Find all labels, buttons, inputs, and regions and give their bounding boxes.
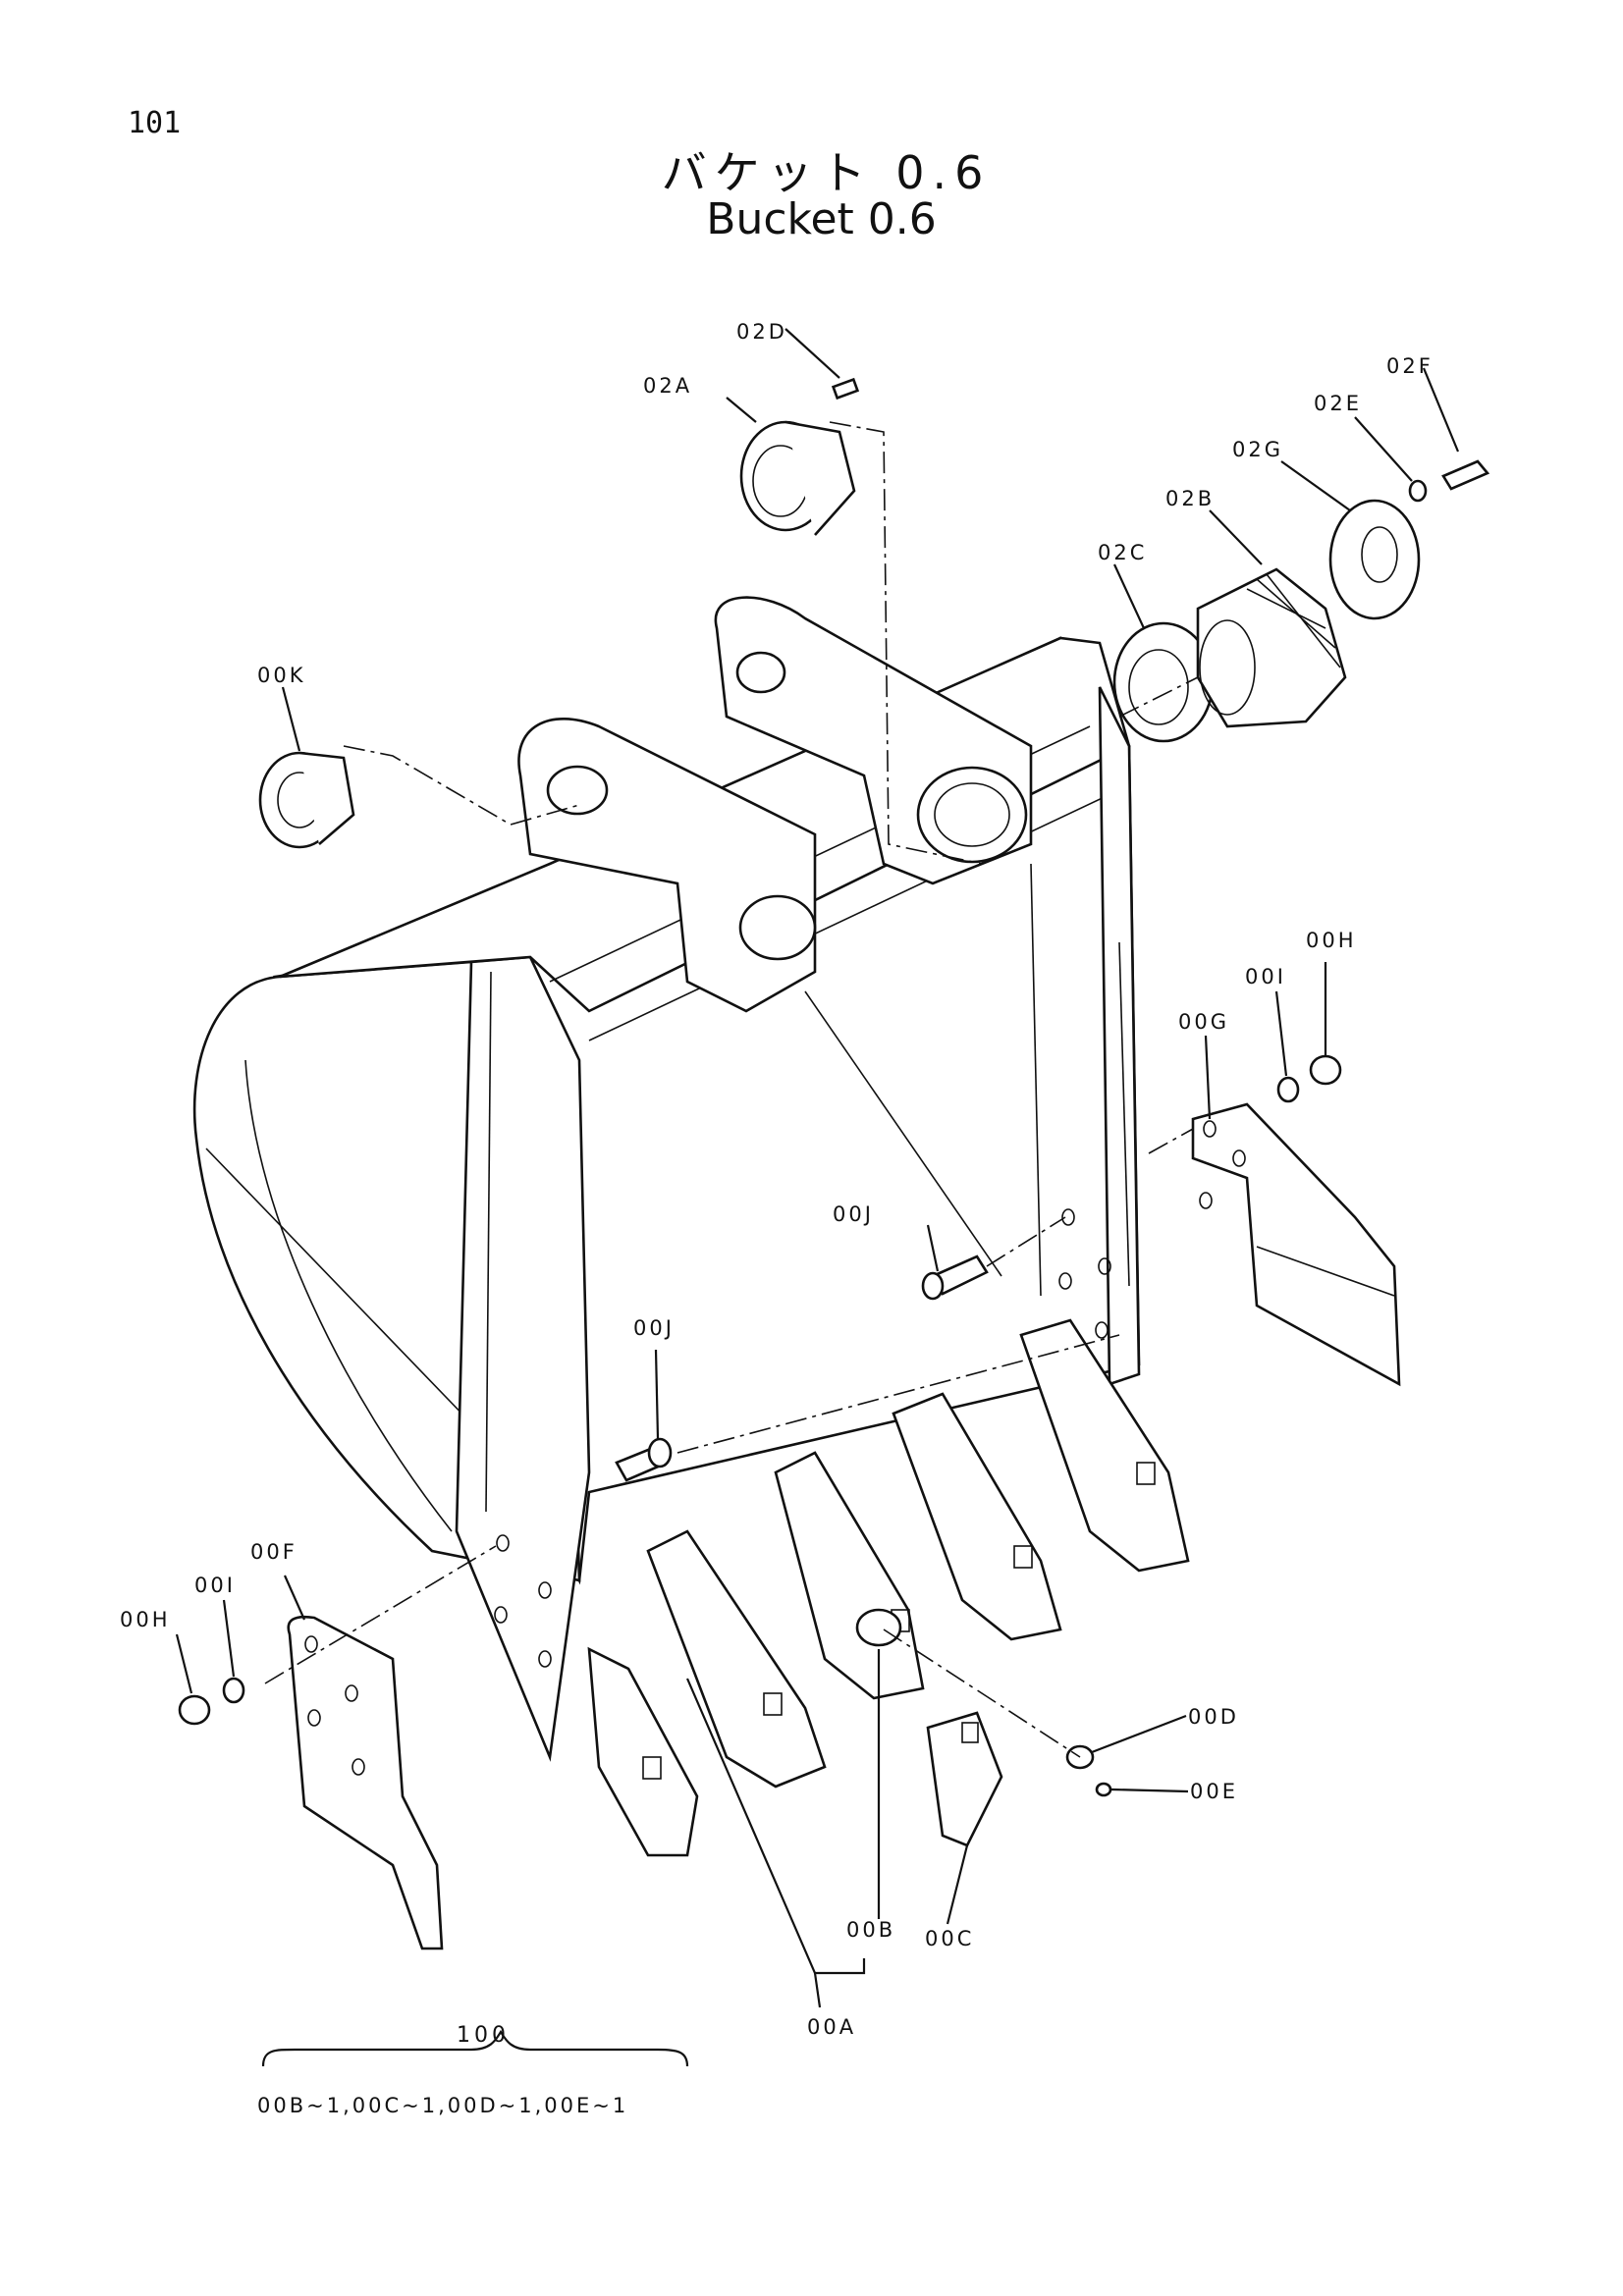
label-02G: 02G (1232, 438, 1283, 461)
assembly-number: 100 (457, 2023, 510, 2048)
label-00I-right: 00I (1245, 965, 1286, 988)
page-number: 101 (128, 106, 182, 140)
assembly-contents: 00B~1,00C~1,00D~1,00E~1 (257, 2094, 628, 2117)
title-japanese: バケット 0.6 (661, 146, 992, 199)
pin-parts (178, 377, 1490, 1726)
label-00K: 00K (257, 664, 306, 687)
side-cutters (287, 1102, 1401, 1950)
title-english: Bucket 0.6 (706, 194, 937, 244)
label-00J-lower: 00J (633, 1316, 675, 1340)
label-00D: 00D (1188, 1705, 1239, 1729)
label-02A: 02A (643, 374, 692, 398)
label-02F: 02F (1386, 354, 1434, 378)
label-00B: 00B (846, 1918, 895, 1942)
label-00I-left: 00I (194, 1574, 236, 1597)
label-02C: 02C (1098, 541, 1147, 564)
label-00C: 00C (925, 1927, 974, 1950)
label-00A: 00A (807, 2015, 856, 2039)
label-00E: 00E (1190, 1780, 1238, 1803)
part-labels: 02D 02A 02F 02E 02G 02B 02C 00K 00H 00I … (120, 320, 1434, 2117)
label-02D: 02D (736, 320, 787, 344)
label-00G: 00G (1178, 1010, 1229, 1034)
label-00H-right: 00H (1306, 929, 1357, 952)
bucket-brackets (517, 596, 1033, 1013)
label-00J-upper: 00J (833, 1202, 874, 1226)
label-02E: 02E (1314, 392, 1362, 415)
leader-lines (175, 328, 1460, 2067)
label-02B: 02B (1165, 487, 1215, 510)
label-00H-left: 00H (120, 1608, 171, 1631)
bucket-teeth (587, 1318, 1190, 1857)
label-00F: 00F (250, 1540, 298, 1564)
